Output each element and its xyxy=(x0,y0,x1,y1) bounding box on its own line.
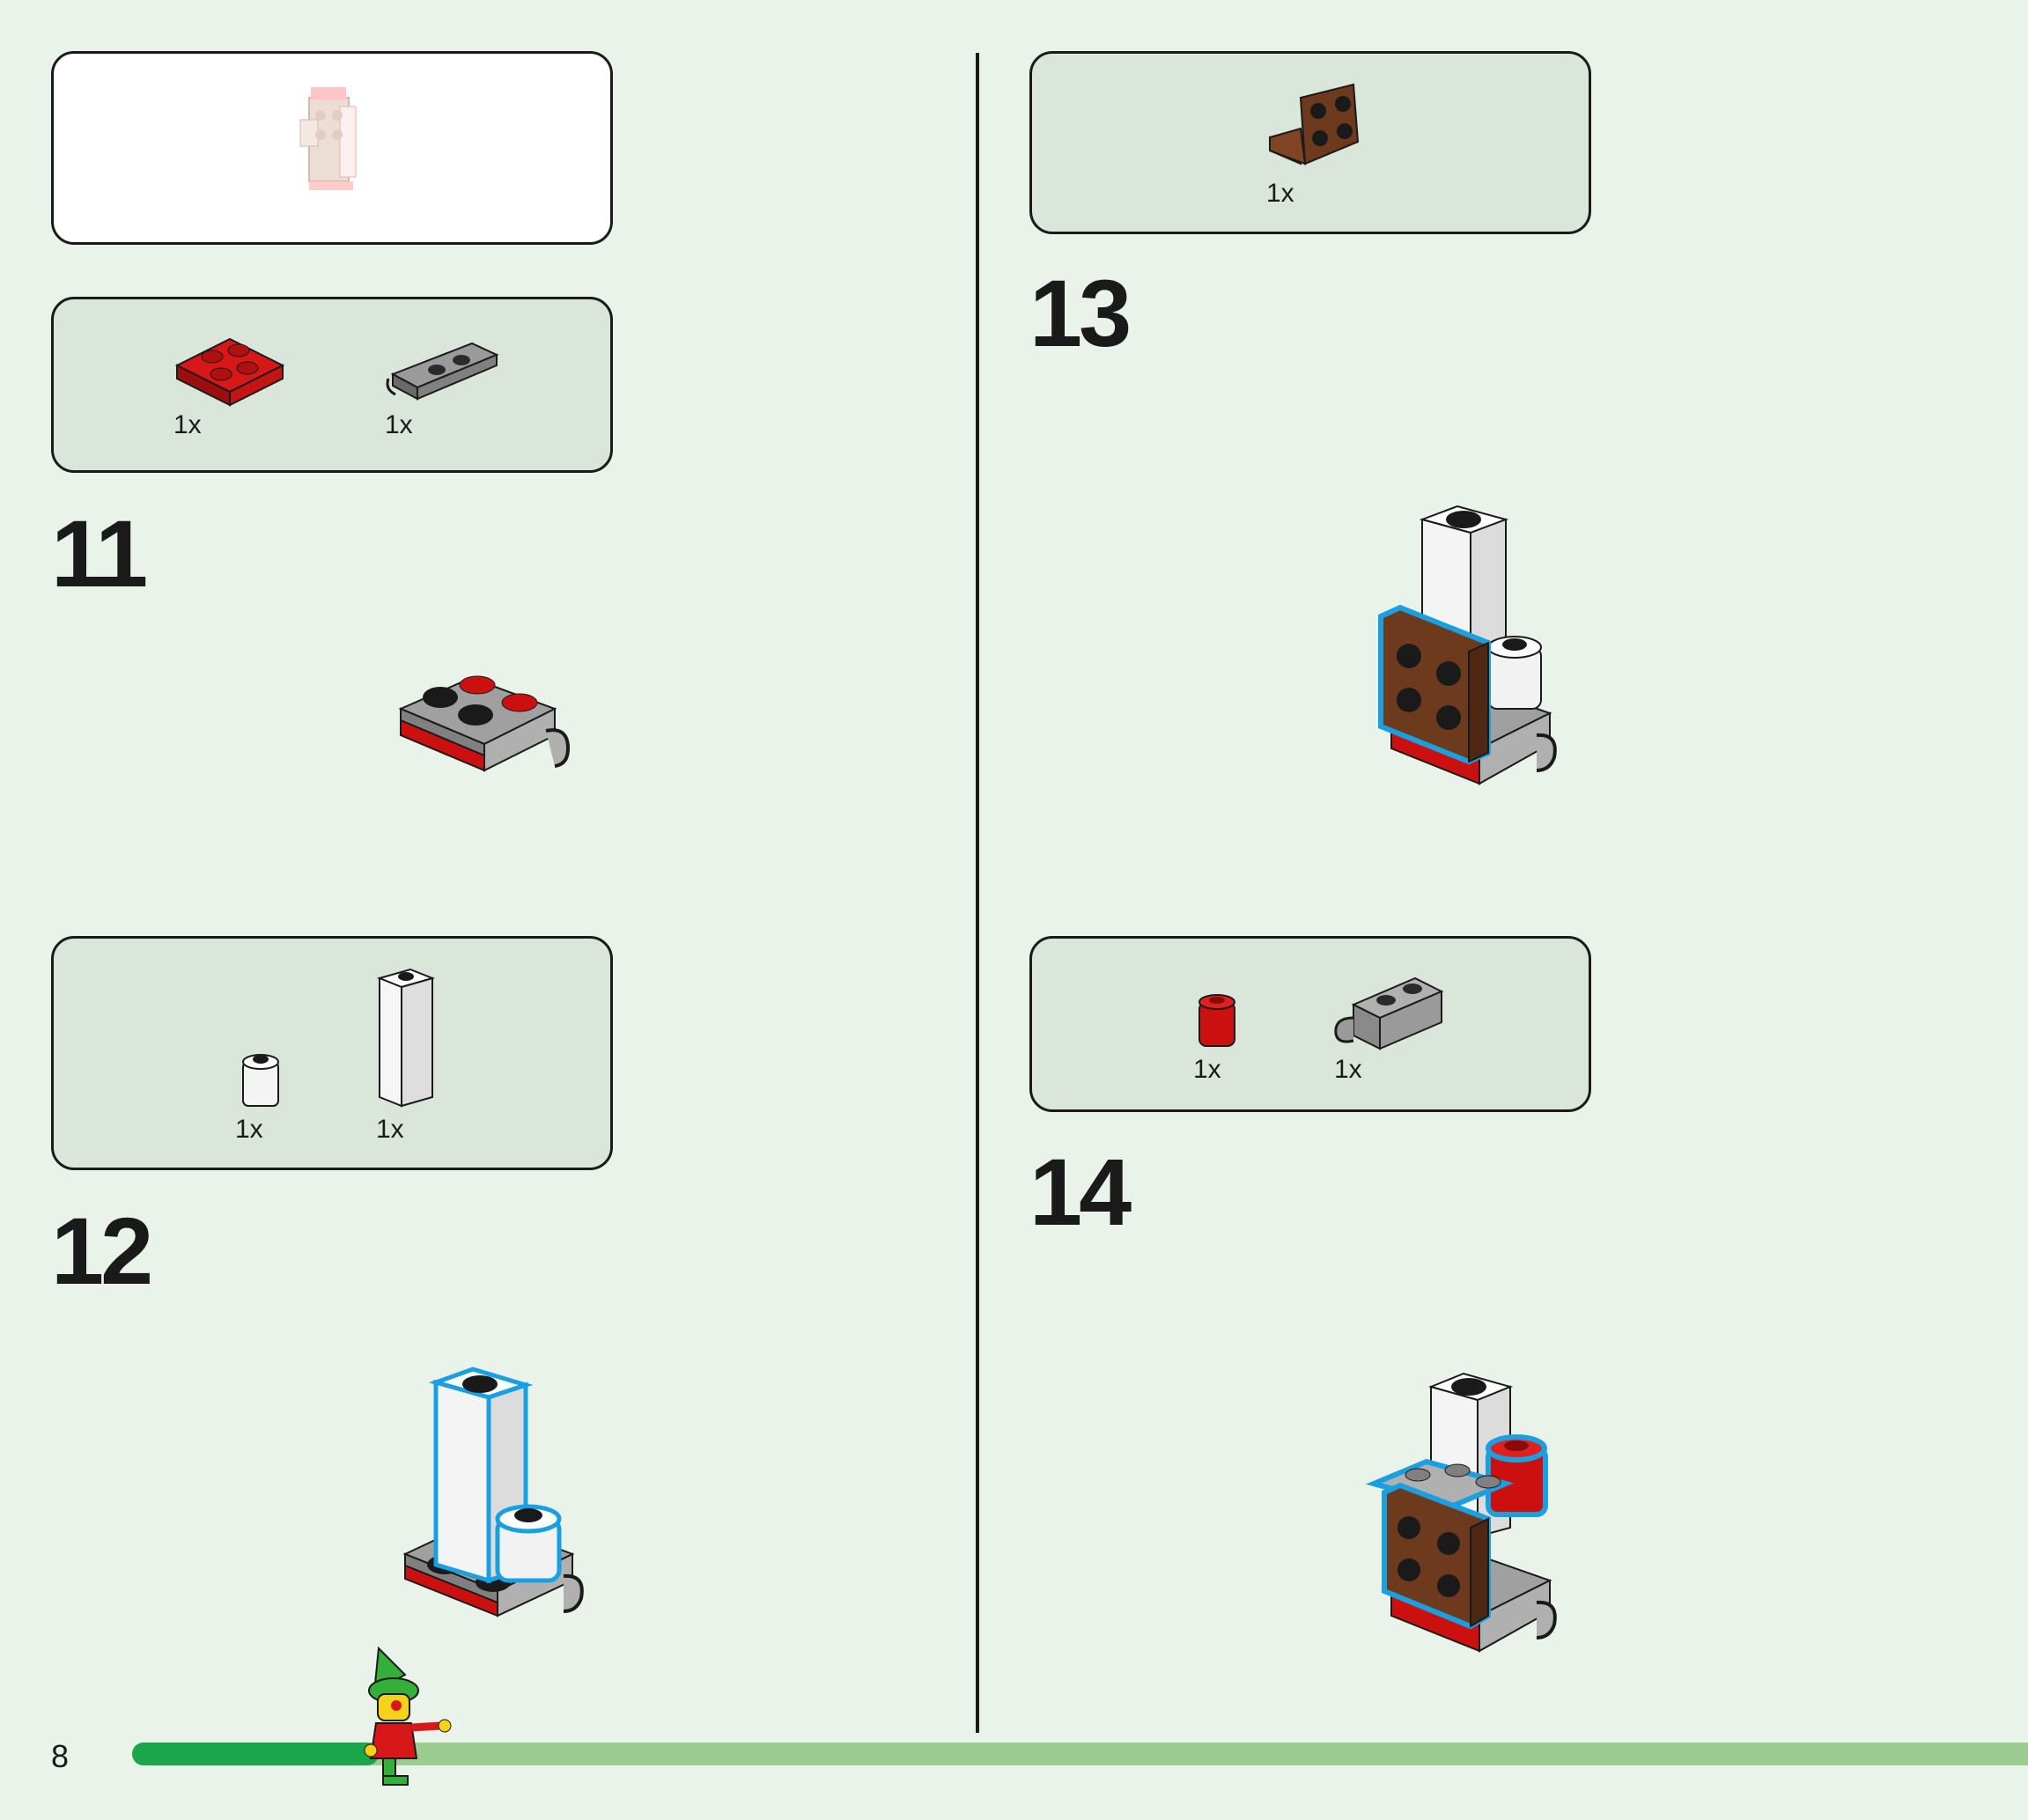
red-plate-2x2-icon xyxy=(174,337,285,407)
elf-minifigure-icon xyxy=(364,1646,452,1786)
progress-bar xyxy=(132,1743,2028,1765)
part-qty: 1x xyxy=(173,410,202,439)
part-qty: 1x xyxy=(1334,1055,1362,1084)
step-number-11: 11 xyxy=(51,500,148,607)
brown-bracket-icon xyxy=(1269,83,1360,166)
step-14-model xyxy=(1365,1372,1557,1653)
column-divider xyxy=(976,53,979,1733)
gray-clip-brick-icon xyxy=(1334,976,1444,1050)
parts-box-step-12: 1x 1x xyxy=(51,936,613,1170)
part-qty: 1x xyxy=(1193,1055,1221,1084)
step-number-14: 14 xyxy=(1029,1138,1132,1245)
red-round-brick-icon xyxy=(1198,994,1235,1047)
progress-bar-fill xyxy=(132,1743,379,1765)
page-number: 8 xyxy=(51,1738,70,1774)
parts-box-step-13: 1x xyxy=(1029,51,1591,234)
submodel-preview-icon xyxy=(299,87,357,190)
step-number-12: 12 xyxy=(51,1197,153,1304)
part-qty: 1x xyxy=(376,1115,404,1144)
step-13-model xyxy=(1378,505,1557,785)
parts-box-step-11: 1x 1x xyxy=(51,297,613,473)
step-number-13: 13 xyxy=(1029,260,1132,366)
part-qty: 1x xyxy=(235,1115,263,1144)
step-12-model xyxy=(402,1367,584,1617)
gray-plate-clip-icon xyxy=(386,342,499,401)
parts-box-step-14: 1x 1x xyxy=(1029,936,1591,1112)
white-round-brick-icon xyxy=(242,1054,279,1107)
part-qty: 1x xyxy=(1266,179,1294,208)
step-11-model xyxy=(398,675,571,772)
submodel-preview-box xyxy=(51,51,613,245)
part-qty: 1x xyxy=(385,410,413,439)
white-tall-brick-icon xyxy=(376,968,436,1108)
